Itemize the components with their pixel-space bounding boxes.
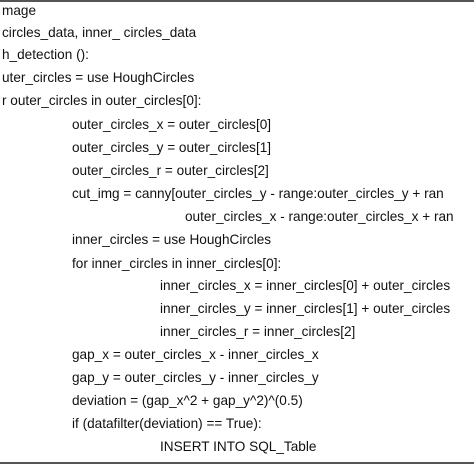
code-line-17: gap_y = outer_circles_y - inner_circles_… <box>72 370 319 385</box>
code-line-1: mage <box>2 3 37 18</box>
code-line-20: INSERT INTO SQL_Table <box>160 439 317 454</box>
code-line-19: if (datafilter(deviation) == True): <box>72 416 262 431</box>
code-line-15: inner_circles_r = inner_circles[2] <box>160 324 356 339</box>
top-border <box>0 0 474 2</box>
code-line-3: h_detection (): <box>2 47 89 62</box>
code-line-12: for inner_circles in inner_circles[0]: <box>72 256 282 271</box>
code-line-7: outer_circles_y = outer_circles[1] <box>72 140 272 155</box>
code-line-9: cut_img = canny[outer_circles_y - range:… <box>72 186 444 201</box>
code-line-5: r outer_circles in outer_circles[0]: <box>2 93 202 108</box>
bottom-border <box>0 462 474 464</box>
code-line-18: deviation = (gap_x^2 + gap_y^2)^(0.5) <box>72 393 303 408</box>
code-line-13: inner_circles_x = inner_circles[0] + out… <box>160 278 451 293</box>
code-line-11: inner_circles = use HoughCircles <box>72 232 272 247</box>
code-line-4: uter_circles = use HoughCircles <box>2 70 195 85</box>
code-line-10: outer_circles_x - range:outer_circles_x … <box>185 209 454 224</box>
code-line-6: outer_circles_x = outer_circles[0] <box>72 117 272 132</box>
code-line-2: circles_data, inner_ circles_data <box>2 25 197 40</box>
code-line-8: outer_circles_r = outer_circles[2] <box>72 163 269 178</box>
code-line-16: gap_x = outer_circles_x - inner_circles_… <box>72 347 319 362</box>
code-line-14: inner_circles_y = inner_circles[1] + out… <box>160 301 451 316</box>
